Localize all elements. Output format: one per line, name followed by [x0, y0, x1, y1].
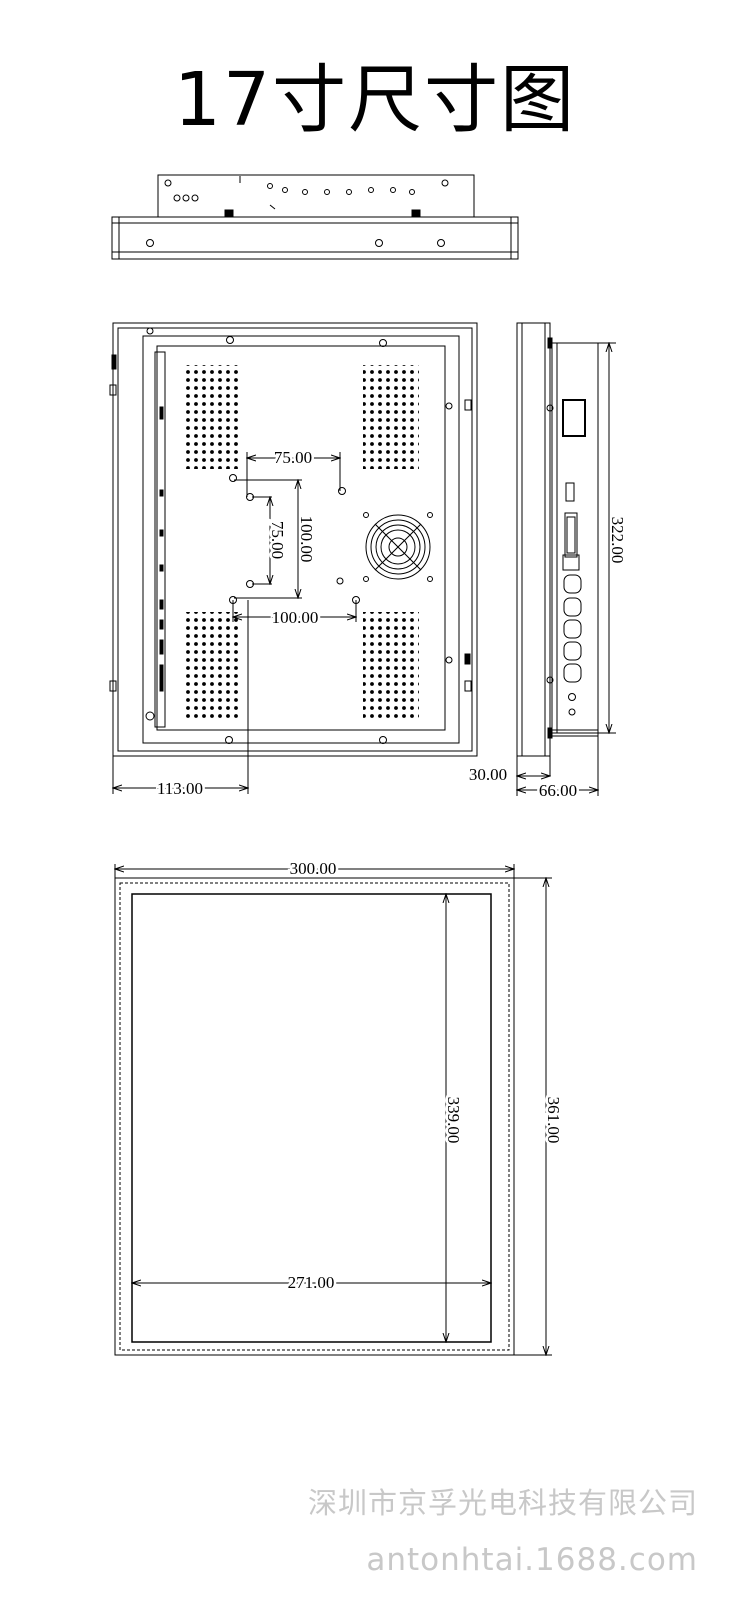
dim-vesa-small-v: 75.00: [268, 521, 287, 559]
dim-vesa-large-h: 100.00: [272, 608, 319, 627]
side-buttons: [563, 574, 582, 683]
watermark-site: antonhtai.1688.com: [366, 1542, 698, 1578]
top-view-housing: [157, 174, 475, 218]
top-view-bezel: [111, 216, 519, 260]
front-outer-frame: [114, 877, 515, 1356]
dim-side-height: 322.00: [608, 517, 627, 564]
side-housing: [551, 342, 599, 734]
vent-bottom-right: [363, 612, 419, 720]
rear-view: [109, 322, 478, 794]
dim-outer-height: 361.00: [544, 1097, 563, 1144]
vent-top-left: [186, 365, 242, 469]
vent-top-right: [363, 365, 419, 469]
rear-housing: [156, 345, 446, 731]
dim-screen-height: 339.00: [444, 1097, 463, 1144]
dim-total-depth: 66.00: [539, 781, 577, 800]
rear-outer-frame: [112, 322, 478, 757]
side-bezel: [516, 322, 551, 757]
fan-icon: [363, 512, 433, 582]
front-view: [115, 864, 552, 1355]
rear-inner-frame: [142, 335, 460, 744]
watermark-company: 深圳市京孚光电科技有限公司: [307, 1486, 698, 1520]
dim-bezel-depth: 30.00: [469, 765, 507, 784]
vent-bottom-left: [186, 612, 242, 720]
side-panel-port: [562, 399, 586, 437]
dim-outer-width: 300.00: [290, 859, 337, 878]
dim-vesa-large-v: 100.00: [297, 516, 316, 563]
dim-vesa-small-h: 75.00: [274, 448, 312, 467]
side-view: [516, 322, 616, 796]
top-view: [111, 174, 519, 260]
dim-edge-to-mount: 113.00: [157, 779, 203, 798]
drawing-title: 17寸尺寸图: [173, 57, 577, 143]
front-screen: [131, 893, 492, 1343]
vesa-holes: [229, 474, 360, 604]
dim-screen-width: 271.00: [288, 1273, 335, 1292]
